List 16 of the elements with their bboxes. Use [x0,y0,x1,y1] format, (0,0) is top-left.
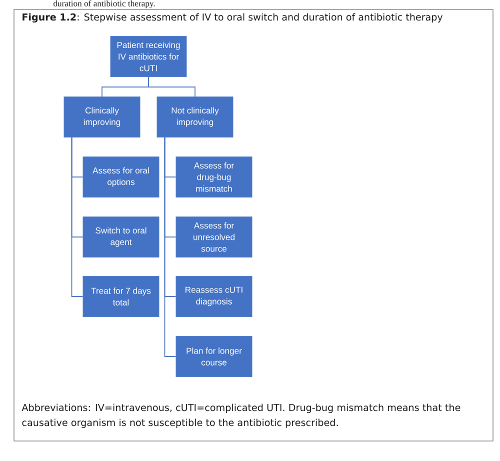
flowchart-box: Assess for oral options [82,156,160,198]
flowchart-box: Clinically improving [64,96,140,138]
flowchart-box: Plan for longer course [176,336,252,377]
figure-title: Figure 1.2: Stepwise assessment of IV to oral switch and duration of antibiotic therapy [22,13,443,23]
flowchart-box: Reassess cUTI diagnosis [176,276,252,317]
flowchart-box: Not clinically improving [156,96,234,138]
connector-line [148,76,196,97]
footnote-text: Abbreviations: IV=intravenous, cUTI=complicated UTI. Drug-bug mismatch means that the causative organism is not susceptible to the antibiotic prescribed. [22,404,460,428]
flowchart-box: Treat for 7 days total [82,276,160,317]
connector-line [71,137,84,297]
running-text: duration of antibiotic therapy. [54,0,155,8]
flowchart-box: Patient receiving IV antibiotics for cUTI [110,36,187,77]
connector-line [164,137,176,357]
flowchart-box: Switch to oral agent [82,216,160,258]
flowchart-box: Assess for drug-bug mismatch [176,156,252,198]
flowchart-box: Assess for unresolved source [176,216,252,258]
